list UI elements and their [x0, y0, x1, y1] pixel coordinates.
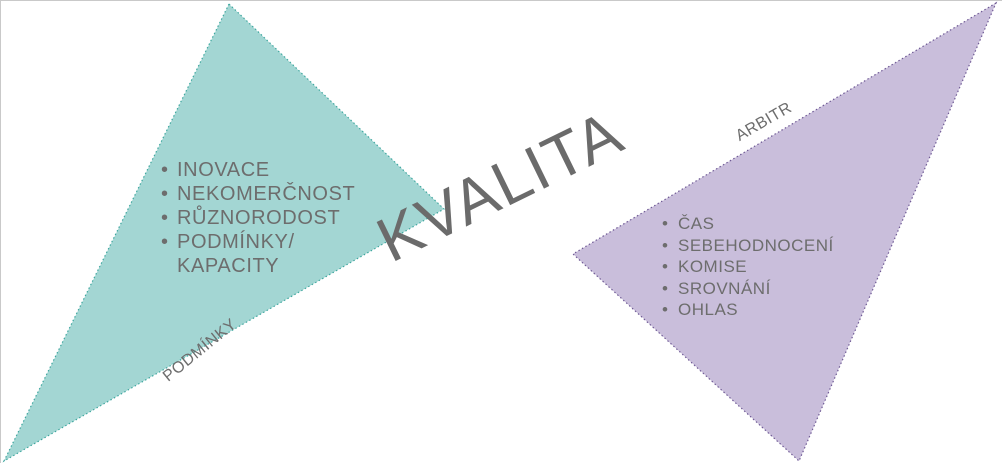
list-item: NEKOMERČNOST	[161, 182, 355, 206]
left-triangle-list: INOVACE NEKOMERČNOST RŮZNORODOST PODMÍNK…	[161, 158, 355, 278]
list-item-continuation: KAPACITY	[177, 254, 355, 278]
frame-top-border	[0, 0, 1002, 1]
list-item: KOMISE	[662, 256, 834, 278]
list-item: ČAS	[662, 213, 834, 235]
list-item: INOVACE	[161, 158, 355, 182]
right-triangle-list: ČAS SEBEHODNOCENÍ KOMISE SROVNÁNÍ OHLAS	[662, 213, 834, 321]
list-item: PODMÍNKY/	[161, 230, 355, 254]
list-item: SEBEHODNOCENÍ	[662, 235, 834, 257]
list-item-continuation-text: KAPACITY	[177, 255, 280, 277]
frame-left-border	[0, 0, 1, 463]
list-item: RŮZNORODOST	[161, 206, 355, 230]
list-item: OHLAS	[662, 299, 834, 321]
list-item: SROVNÁNÍ	[662, 278, 834, 300]
